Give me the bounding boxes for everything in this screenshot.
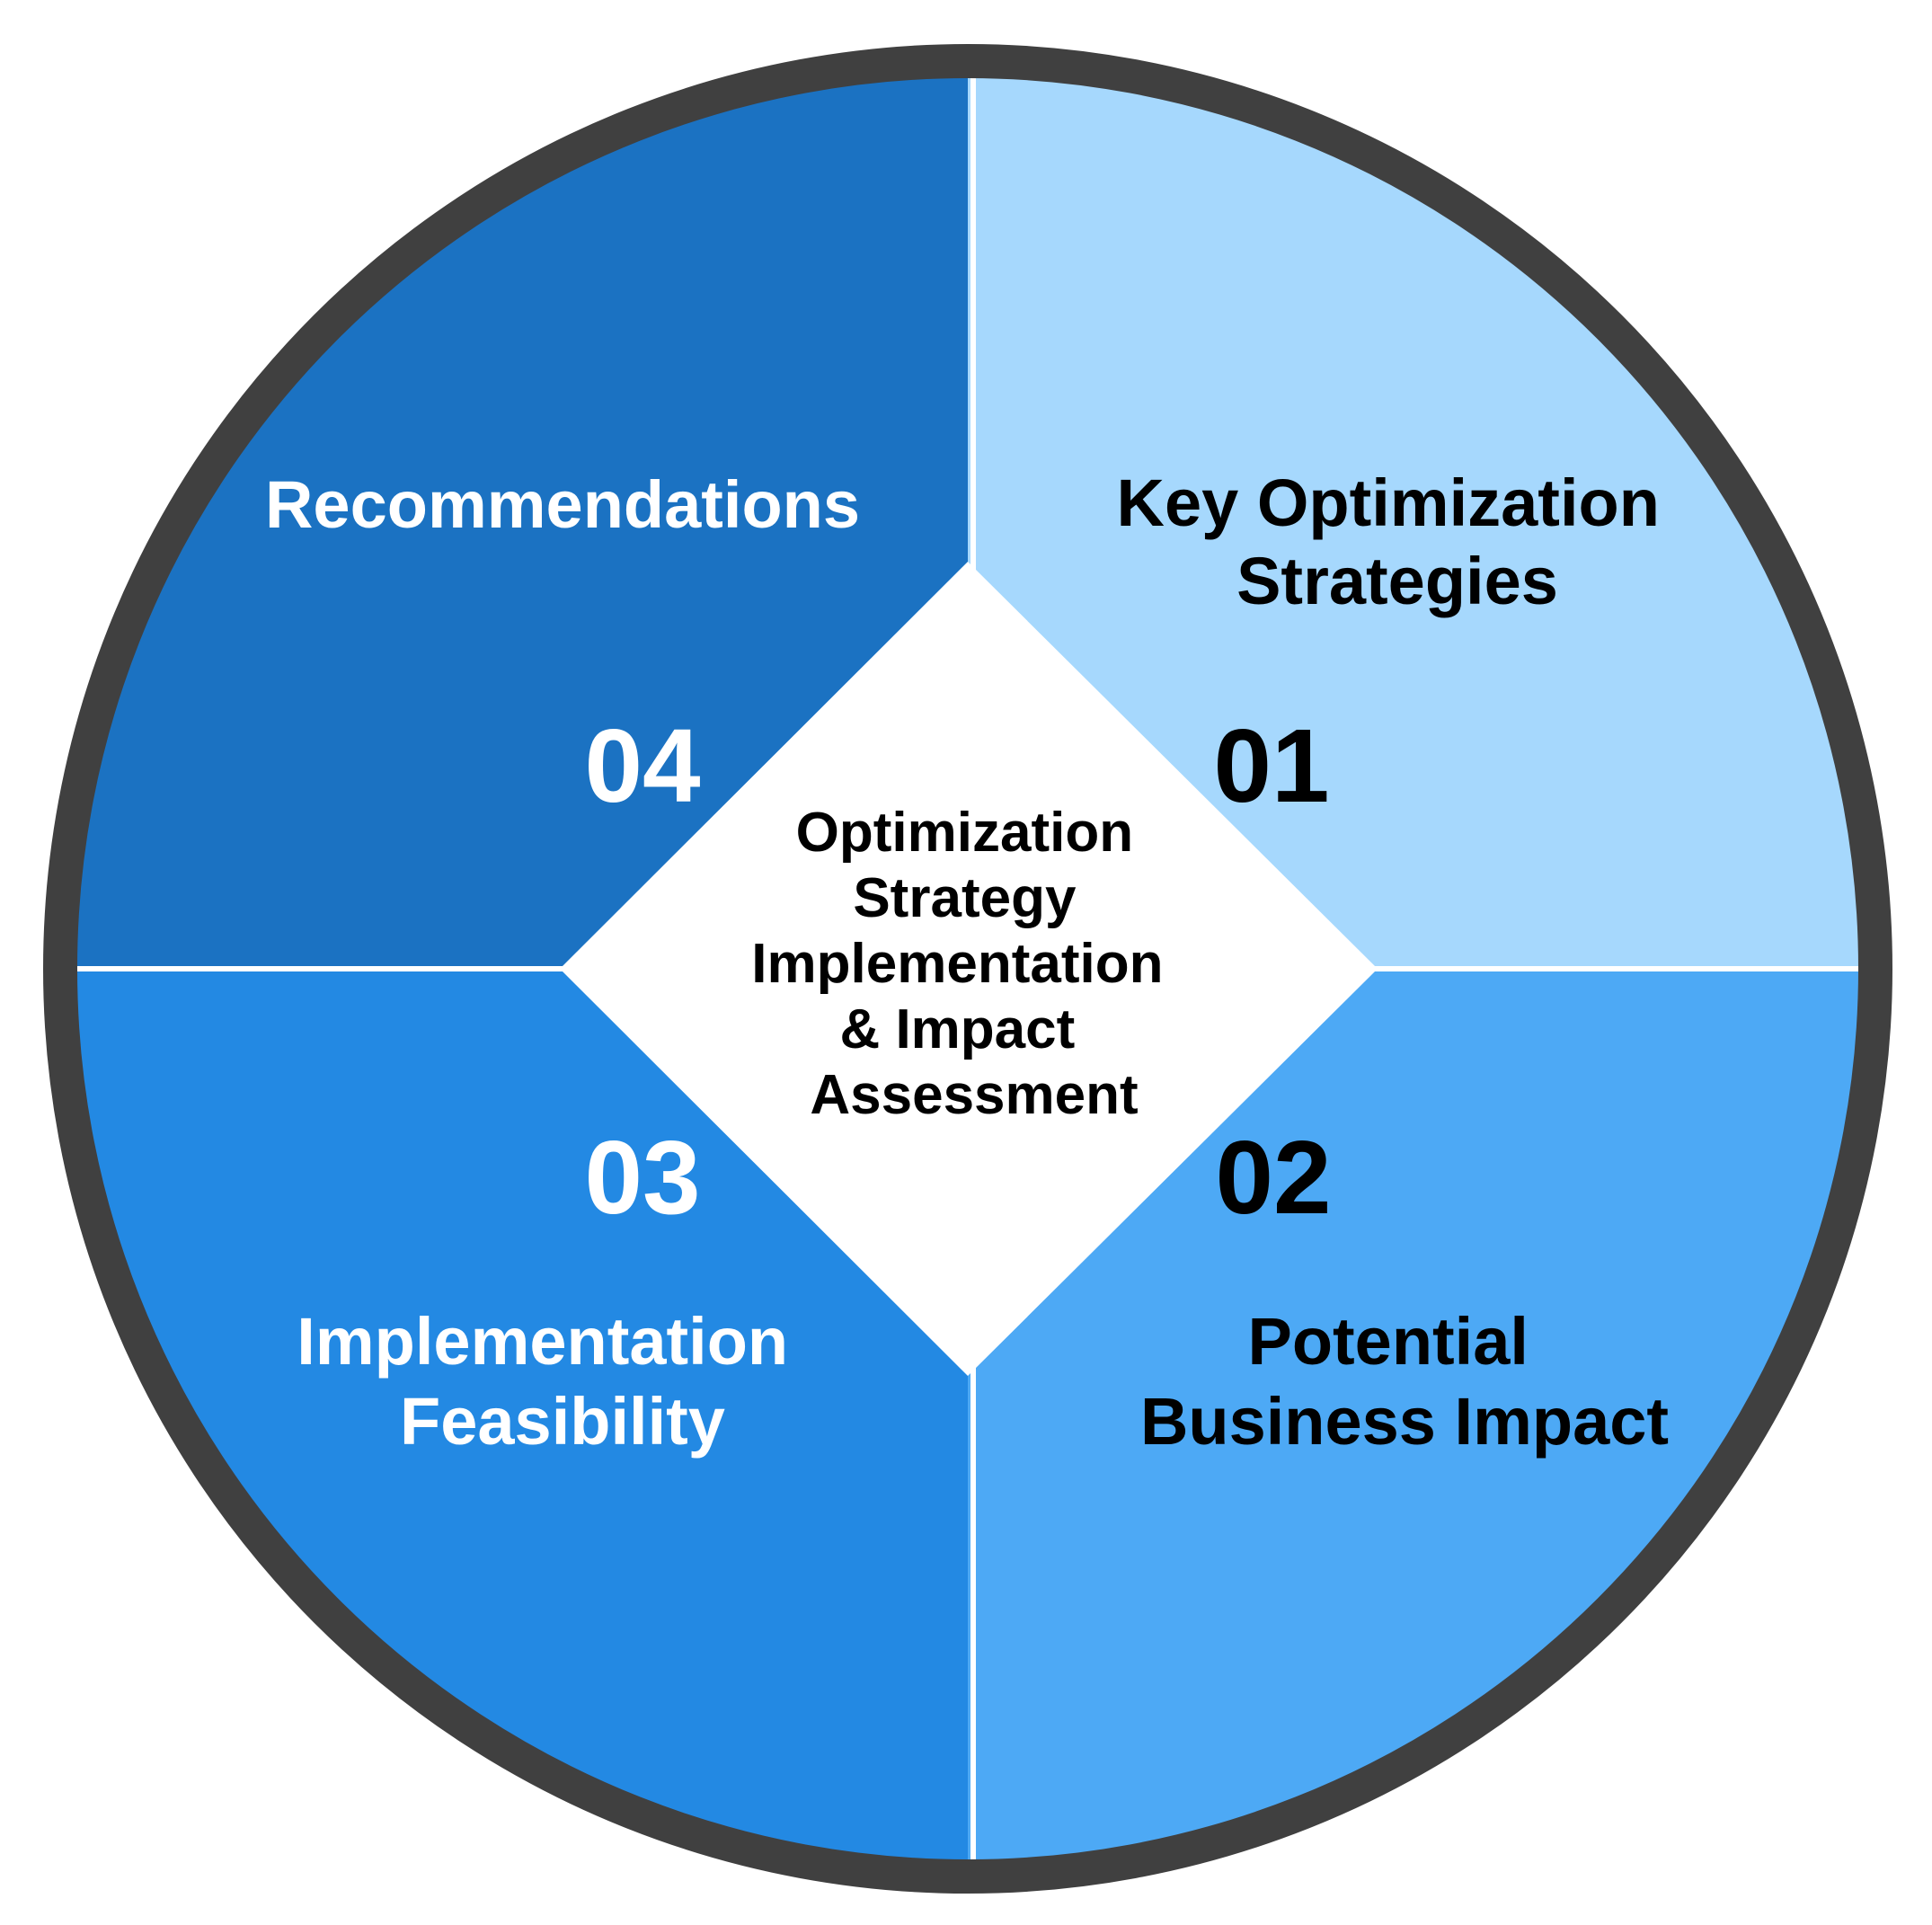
outer-ring: [43, 44, 1892, 1894]
segment-03-label-line: Implementation: [297, 1304, 788, 1379]
center-title-line: & Impact: [839, 998, 1075, 1060]
segment-03-label: Implementation Feasibility: [297, 1304, 806, 1459]
segment-03-label-line: Feasibility: [400, 1384, 725, 1459]
center-title-line: Optimization: [796, 802, 1133, 864]
center-title: Optimization Strategy Implementation & I…: [751, 802, 1178, 1126]
segment-01-label: Key Optimization Strategies: [1117, 466, 1679, 618]
center-title-line: Assessment: [810, 1064, 1138, 1126]
segment-02-number: 02: [1215, 1119, 1331, 1236]
segment-04-label: Recommendations: [265, 467, 860, 542]
segment-02-label: Potential Business Impact: [1140, 1304, 1669, 1459]
segment-02-label-line: Business Impact: [1140, 1384, 1669, 1459]
segment-01-number: 01: [1213, 707, 1329, 824]
segment-02-label-line: Potential: [1247, 1304, 1528, 1379]
segment-03-number: 03: [584, 1119, 700, 1236]
center-title-line: Implementation: [751, 933, 1163, 995]
segment-01-label-line: Strategies: [1236, 544, 1558, 618]
center-diamond: [560, 562, 1378, 1376]
center-title-line: Strategy: [853, 867, 1077, 929]
segment-01-label-line: Key Optimization: [1117, 466, 1660, 540]
segment-04-number: 04: [584, 707, 700, 824]
